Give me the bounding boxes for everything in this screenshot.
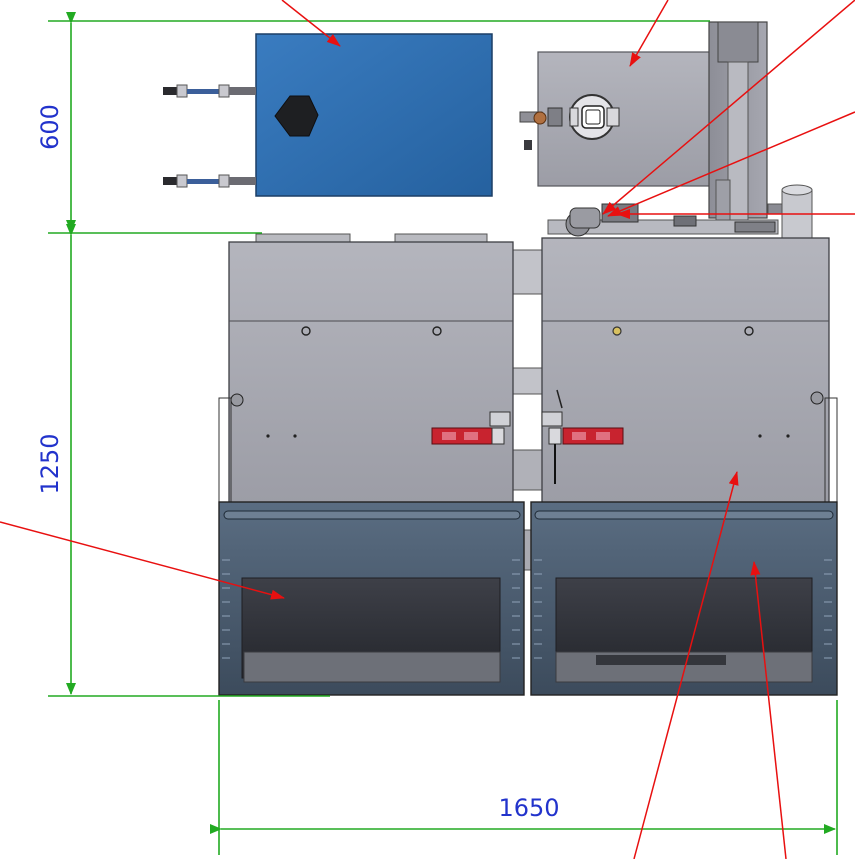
right-unit: [541, 237, 838, 505]
left-unit: [218, 233, 514, 505]
leader-line-control-box: [629, 0, 669, 67]
water-tank: [163, 33, 493, 197]
collection-bin-right: [530, 501, 838, 696]
dimension-label-1250: 1250: [36, 433, 64, 494]
control-box: [519, 51, 711, 187]
indicator-light-right: [562, 427, 624, 445]
hose-connector-lower: [163, 174, 256, 188]
leader-line-unit-right: [633, 471, 739, 859]
leader-line-valve-1: [602, 0, 855, 215]
leader-line-tank: [281, 0, 341, 47]
vertical-column: [708, 21, 783, 221]
dimension-label-1650: 1650: [498, 794, 559, 822]
leader-line-bin-right: [750, 561, 787, 859]
dimension-lines: [48, 12, 838, 855]
cylinder: [781, 184, 813, 243]
hose-connector-upper: [163, 84, 256, 98]
leader-line-valve-2: [607, 111, 855, 217]
leader-line-bin-left: [0, 521, 285, 600]
scale-marks-right: [534, 559, 832, 659]
collection-bin-left: [218, 501, 525, 696]
scale-marks-left: [222, 559, 520, 659]
pressure-gauge: [569, 94, 620, 140]
dimension-label-600: 600: [36, 104, 64, 150]
indicator-light-left: [431, 427, 493, 445]
